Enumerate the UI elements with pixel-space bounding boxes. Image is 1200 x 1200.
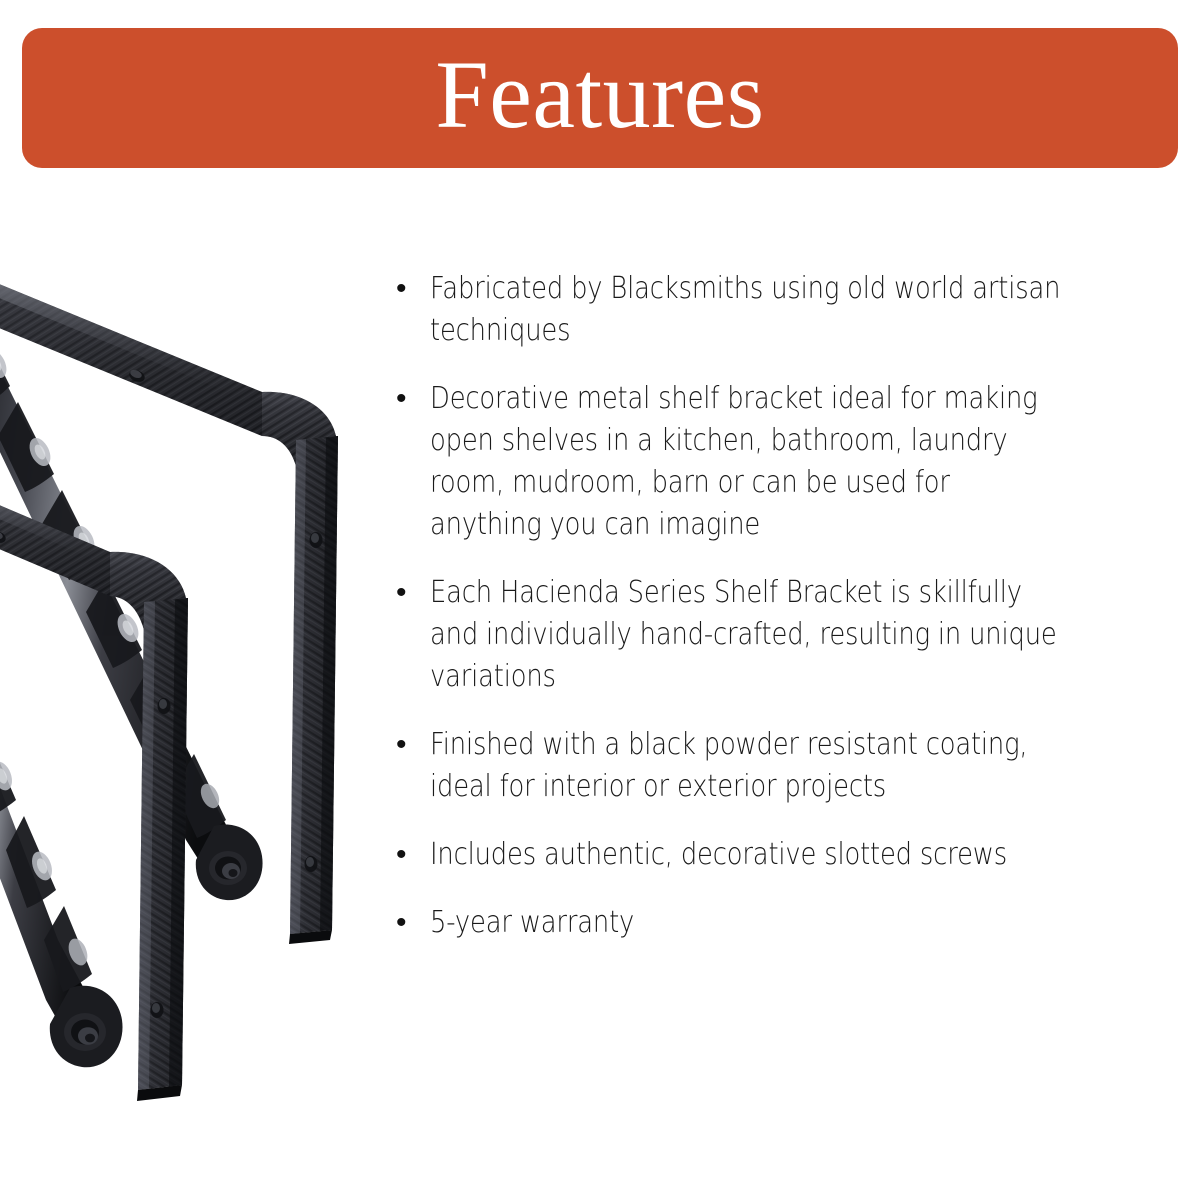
bullet-icon: • — [396, 838, 407, 871]
feature-item: • Fabricated by Blacksmiths using old wo… — [392, 268, 1164, 352]
product-image-shelf-brackets — [0, 240, 400, 1110]
feature-text: Finished with a black powder resistant c… — [430, 727, 1028, 804]
feature-item: • Each Hacienda Series Shelf Bracket is … — [392, 572, 1164, 698]
twisted-brace-front — [0, 761, 104, 1046]
feature-text: Fabricated by Blacksmiths using old worl… — [430, 271, 1061, 348]
bullet-icon: • — [396, 272, 407, 305]
feature-item: • Decorative metal shelf bracket ideal f… — [392, 378, 1164, 546]
feature-text: Each Hacienda Series Shelf Bracket is sk… — [430, 575, 1057, 694]
feature-text: 5-year warranty — [430, 905, 635, 940]
screw-hole-front-arm — [0, 531, 6, 543]
horizontal-arm-front — [0, 505, 110, 596]
header-banner: Features — [22, 28, 1178, 168]
feature-item: • Finished with a black powder resistant… — [392, 724, 1164, 808]
vertical-leg-rear — [289, 436, 338, 944]
bullet-icon: • — [396, 906, 407, 939]
shelf-bracket-front — [0, 505, 188, 1101]
horizontal-arm-rear — [0, 284, 262, 436]
bullet-icon: • — [396, 728, 407, 761]
feature-text: Includes authentic, decorative slotted s… — [430, 837, 1007, 872]
features-list: • Fabricated by Blacksmiths using old wo… — [392, 268, 1164, 944]
vertical-leg-front — [137, 598, 188, 1101]
bullet-icon: • — [396, 382, 407, 415]
decorative-rivet-rear — [195, 824, 263, 901]
feature-item: • 5-year warranty — [392, 902, 1164, 944]
feature-item: • Includes authentic, decorative slotted… — [392, 834, 1164, 876]
bullet-icon: • — [396, 576, 407, 609]
decorative-rivet-front — [49, 985, 123, 1068]
shelf-bracket-illustration — [0, 284, 338, 1101]
page-title: Features — [435, 41, 765, 148]
feature-text: Decorative metal shelf bracket ideal for… — [430, 381, 1038, 542]
